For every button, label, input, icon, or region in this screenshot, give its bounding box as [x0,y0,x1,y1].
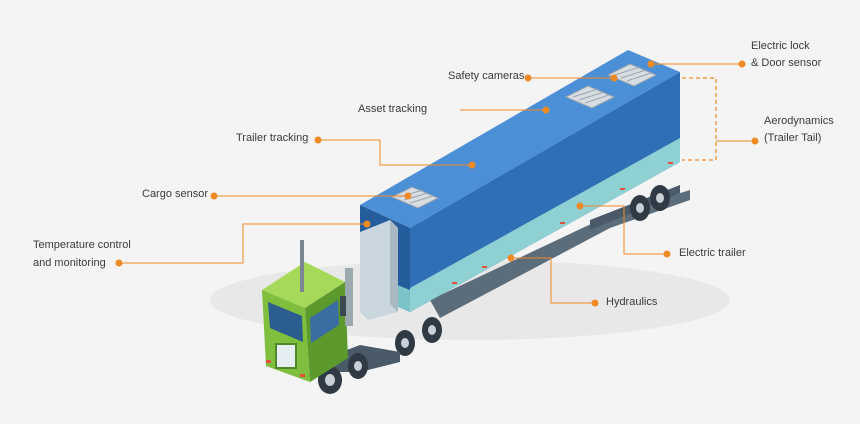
dot-trailer-tracking-start [314,136,322,144]
cab-headlights [266,360,305,377]
label-trailer-tracking: Trailer tracking [236,130,308,147]
label-temperature-line1: Temperature control [33,239,131,251]
cab-windshield [268,302,303,342]
trailer-stripe [410,138,680,312]
label-asset-tracking-text: Asset tracking [358,103,428,115]
dot-aerodynamics-end [751,137,759,145]
label-temperature-line2: and monitoring [33,257,106,269]
label-aerodynamics-line1: Aerodynamics [764,115,834,127]
rear-wheels [395,185,670,356]
exhaust-stack-left [300,240,304,292]
label-cargo-sensor: Cargo sensor [142,186,208,203]
dot-electric-trailer-end [663,250,671,258]
dot-cargo-sensor-start [210,192,218,200]
dot-temperature-start [115,259,123,267]
dot-temperature-end [363,220,371,228]
label-electric-lock-line2: & Door sensor [751,57,822,69]
dot-trailer-tracking-end [468,161,476,169]
label-hydraulics: Hydraulics [606,294,657,311]
label-aerodynamics-line2: (Trailer Tail) [764,132,822,144]
label-electric-lock-line1: Electric lock [751,40,810,52]
label-hydraulics-text: Hydraulics [606,296,658,308]
roof-vent-1 [390,186,440,209]
dot-electric-lock-end [738,60,746,68]
label-safety-cameras-text: Safety cameras [448,70,525,82]
label-safety-cameras: Safety cameras [448,68,524,85]
dot-electric-lock-start [647,60,655,68]
callout-lines [119,63,755,304]
label-trailer-tracking-text: Trailer tracking [236,132,309,144]
cab-grille [275,343,297,369]
dot-hydraulics-start [507,254,515,262]
marker-lights [452,162,673,284]
label-aerodynamics: Aerodynamics (Trailer Tail) [764,113,834,147]
dot-safety-cameras-start [524,74,532,82]
mirror [340,296,346,316]
dot-asset-tracking-end [542,106,550,114]
callout-dots [115,60,759,307]
dot-cargo-sensor-end [404,192,412,200]
label-cargo-sensor-text: Cargo sensor [142,188,209,200]
aerodynamics-bracket [682,77,717,161]
label-asset-tracking: Asset tracking [358,101,427,118]
label-electric-trailer: Electric trailer [679,245,746,262]
roof-vent-2 [564,85,616,109]
cab-side-window [310,300,339,343]
label-electric-trailer-text: Electric trailer [679,247,746,259]
dot-hydraulics-end [591,299,599,307]
reefer-unit [360,220,398,320]
exhaust-stack-right [345,268,353,326]
label-electric-lock: Electric lock & Door sensor [751,38,821,72]
roof-vent-3 [606,63,658,87]
dot-safety-cameras-end [610,74,618,82]
trailer-chassis [430,190,690,318]
dot-electric-trailer-start [576,202,584,210]
reefer-unit-side [390,220,398,312]
label-temperature-control: Temperature control and monitoring [33,236,131,272]
